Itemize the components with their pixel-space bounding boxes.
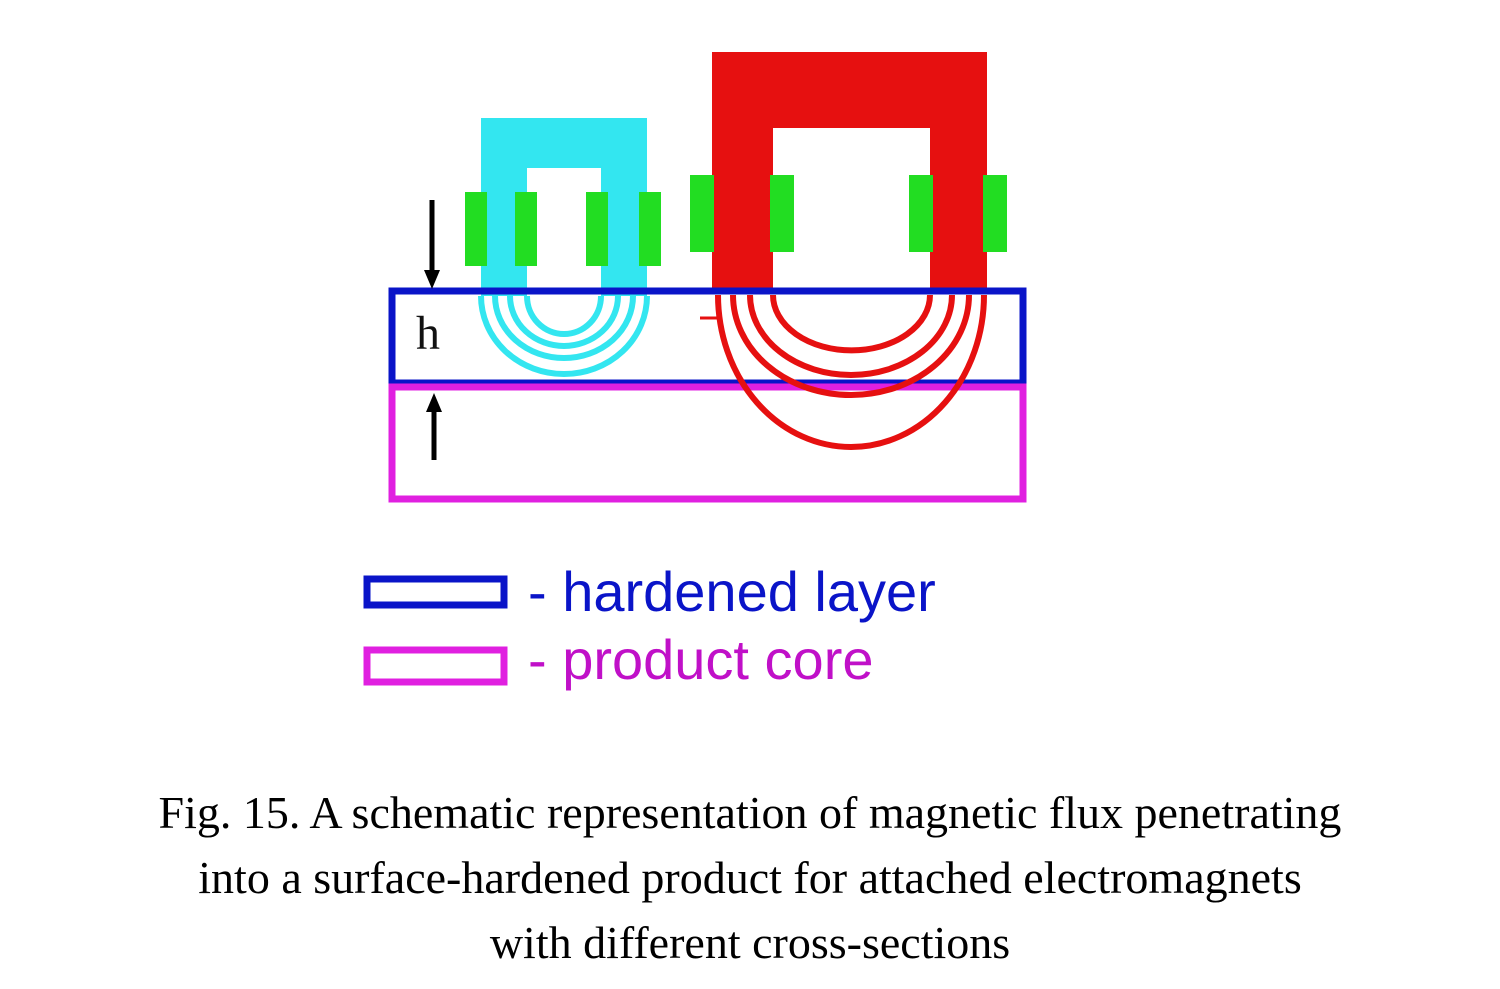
small-magnet-coil <box>586 192 608 266</box>
figure-caption-line: with different cross-sections <box>489 917 1011 968</box>
small-magnet-coil <box>465 192 487 266</box>
small-magnet-core <box>481 118 647 296</box>
small-flux-line <box>492 295 636 361</box>
legend-hardened-swatch <box>363 575 508 609</box>
product-core <box>388 383 1027 503</box>
large-magnet-coil <box>770 175 794 252</box>
figure-caption-line: into a surface-hardened product for atta… <box>198 852 1302 903</box>
legend-core-swatch <box>363 646 508 686</box>
large-magnet-coil <box>909 175 933 252</box>
depth-label: h <box>416 307 440 360</box>
hardened-layer <box>388 287 1027 387</box>
large-flux-line <box>747 294 955 378</box>
double-arrow-icon <box>424 200 442 460</box>
small-magnet-coil <box>639 192 661 266</box>
large-flux-line <box>730 294 972 398</box>
small-flux-line <box>478 295 650 377</box>
large-flux-line <box>770 294 933 354</box>
legend-core-label: - product core <box>528 628 874 691</box>
large-magnet-core <box>712 52 987 292</box>
small-magnet-coil <box>515 192 537 266</box>
legend-hardened-label: - hardened layer <box>528 560 936 623</box>
small-flux-line <box>507 295 621 349</box>
large-magnet-coil <box>983 175 1007 252</box>
figure-caption-line: Fig. 15. A schematic representation of m… <box>158 787 1342 838</box>
small-flux-line <box>524 295 604 337</box>
large-flux-line <box>715 294 987 450</box>
large-magnet-coil <box>690 175 714 252</box>
